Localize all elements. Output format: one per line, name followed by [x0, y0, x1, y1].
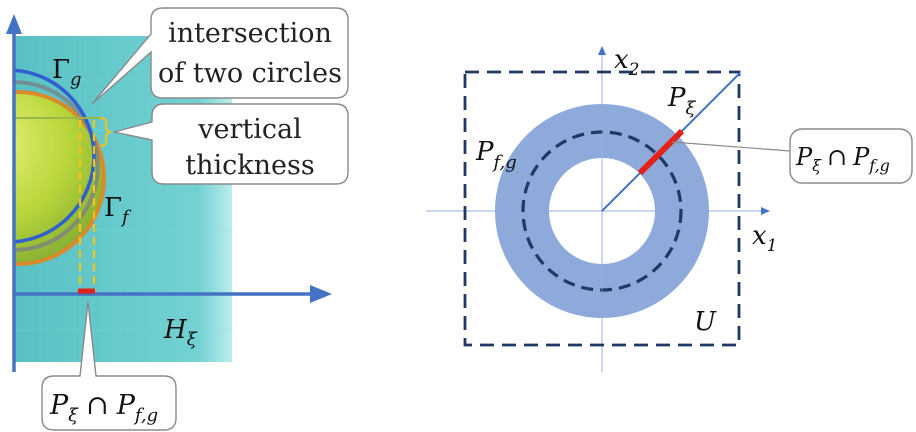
- h-xi-arrow: [310, 285, 332, 303]
- callout-intersection-line2: of two circles: [158, 58, 342, 89]
- callout-bottom-left-text: Pξ∩Pf,g: [49, 390, 158, 426]
- gamma-g-circle: [14, 68, 96, 244]
- left-vertical-arrow: [6, 14, 22, 34]
- yellow-brace: [99, 117, 113, 147]
- right-panel: x2 x1 Pξ Pf,g U Pξ∩Pf,g: [426, 45, 913, 372]
- callout-bottom-left: Pξ∩Pf,g: [41, 301, 177, 431]
- gamma-g-shadow: [14, 80, 100, 252]
- x2-arrow: [598, 46, 606, 55]
- callout-thickness-line1: vertical: [197, 114, 301, 145]
- gamma-f-circle: [14, 90, 106, 266]
- label-x2: x2: [614, 45, 640, 80]
- red-segment-right: [637, 128, 685, 176]
- callout-right: Pξ∩Pf,g: [789, 128, 913, 184]
- label-p-xi: Pξ: [667, 83, 697, 119]
- callout-thickness-line2: thickness: [185, 150, 314, 181]
- callout-intersection: intersection of two circles: [91, 7, 349, 105]
- label-u: U: [694, 307, 717, 337]
- callout-thickness: vertical thickness: [113, 103, 349, 185]
- left-panel: Γg Γf Hξ intersection of two circles ver…: [6, 7, 349, 431]
- callout-intersection-line1: intersection: [168, 18, 332, 49]
- label-h-xi: Hξ: [163, 315, 198, 350]
- label-x1: x1: [752, 221, 778, 256]
- callout-right-text: Pξ∩Pf,g: [795, 143, 890, 175]
- label-p-fg: Pf,g: [475, 137, 517, 173]
- callout-pointer-right: [671, 141, 791, 152]
- x1-arrow: [761, 207, 770, 215]
- domain-u: [463, 70, 741, 347]
- label-gamma-g: Γg: [52, 55, 82, 90]
